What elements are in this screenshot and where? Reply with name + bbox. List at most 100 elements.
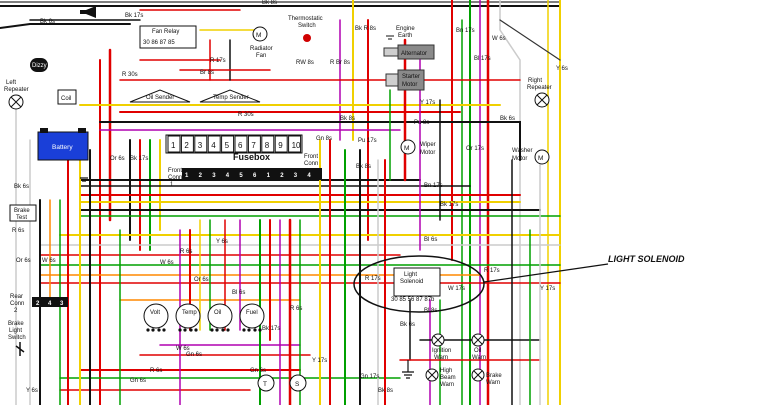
brake-switch-label-1: Brake	[8, 321, 24, 327]
ignition-warn-label-2: Warn	[434, 355, 448, 361]
wire-code-r30s: R 30s	[122, 72, 138, 78]
gauge-label: Volt	[150, 310, 160, 316]
fuse-number: 7	[251, 141, 256, 150]
fuse-number: 4	[211, 141, 216, 150]
wire-code-bl17s: Bl 17s	[474, 56, 491, 62]
wire-code-r30s-mid: R 30s	[238, 112, 254, 118]
solenoid-label-2: Solenoid	[400, 279, 423, 285]
battery-label: Battery	[52, 144, 73, 151]
radiator-fan-label-1: Radiator	[250, 46, 273, 52]
right-repeater-label-1: Right	[528, 78, 542, 84]
connector-pin-number: 4	[307, 173, 311, 179]
wire-code-pu17s: Pu 17s	[358, 138, 377, 144]
alternator: Alternator	[383, 44, 435, 60]
fuse-cell	[274, 135, 288, 153]
thermostatic-label-2: Switch	[298, 23, 316, 29]
left-repeater-label-2: Repeater	[4, 87, 29, 93]
fuse-cell	[221, 135, 235, 153]
wire-code-bn-right: Bn 17s	[424, 183, 443, 189]
left-repeater: Left Repeater	[4, 80, 29, 110]
wire-code-gn17s: Gn 17s	[360, 374, 379, 380]
left-repeater-label-1: Left	[6, 80, 16, 86]
fan-relay: Fan Relay 30 86 87 85	[139, 25, 197, 49]
wire-code-gn6s: Gn 6s	[186, 352, 202, 358]
wire-code-bk6s-mid: Bk 6s	[500, 116, 515, 122]
fuse-cell	[180, 135, 194, 153]
brake-switch-label-3: Switch	[8, 335, 26, 341]
earth-symbol	[402, 360, 414, 379]
front-conn-1-label-2: Conn	[168, 175, 182, 181]
brake-test-label-2: Test	[16, 215, 27, 221]
front-conn-1: Front Conn 1	[168, 168, 182, 188]
brake-warn-label-2: Warn	[486, 380, 500, 386]
gauge-terminal	[178, 328, 182, 332]
fuse-cell	[167, 135, 181, 153]
wire-code-bk8s-top: Bk 8s	[262, 0, 277, 6]
gauge-label: Oil	[214, 310, 221, 316]
fan-relay-pins: 30 86 87 85	[143, 40, 175, 46]
wire-code-bl6s-lower: Bl 6s	[232, 290, 245, 296]
wire-code-w6s: W 6s	[160, 260, 174, 266]
wire-code-or6s-left: Or 6s	[16, 258, 31, 264]
fuse-number: 8	[265, 141, 270, 150]
gauge-terminal	[146, 328, 150, 332]
radiator-fan-label-2: Fan	[256, 53, 266, 59]
wire-code-or17s: Or 17s	[466, 146, 484, 152]
fan-relay-label: Fan Relay	[152, 29, 179, 35]
radiator-fan: M Radiator Fan	[250, 26, 273, 59]
wire-code-r6s-left: R 6s	[12, 228, 24, 234]
wire-code-bk6s-left: Bk 6s	[14, 184, 29, 190]
wire-code-bl6s: Bl 6s	[424, 237, 437, 243]
temp-sender: Temp Sender	[199, 89, 261, 103]
fuse-number: 1	[171, 141, 176, 150]
wire-code-bk17s-right: Bk 17s	[440, 202, 458, 208]
connector-pin-number: 3	[212, 173, 216, 179]
gauge-terminal	[221, 328, 225, 332]
gauge-terminal	[151, 328, 155, 332]
fuse-number: 10	[292, 141, 301, 150]
fuse-cell	[261, 135, 275, 153]
gauge-terminal	[162, 328, 166, 332]
gauge-terminal	[247, 328, 251, 332]
lower-gauge-t: T	[257, 374, 275, 392]
wire-code-bk8s-mid: Bk 8s	[340, 116, 355, 122]
wire-code-y17s-b: Y 17s	[540, 286, 555, 292]
wire-code-y6s-top: Y 6s	[556, 66, 568, 72]
battery: Battery	[37, 128, 89, 161]
wire-code-r17s-b: R 17s	[365, 276, 381, 282]
wire-code-r17s: R 17s	[210, 58, 226, 64]
wire-code-bn17s: Bn 17s	[456, 28, 475, 34]
right-repeater-label-2: Repeater	[527, 85, 552, 91]
fuse-cell	[194, 135, 208, 153]
starter-motor: Starter Motor	[385, 69, 425, 91]
connector-pin-number: 1	[267, 173, 271, 179]
connector-pin-number: 3	[294, 173, 298, 179]
alternator-label: Alternator	[401, 51, 427, 57]
engine-earth-label-1: Engine	[396, 26, 415, 32]
front-conn-2-label-2: Conn	[304, 161, 318, 167]
temp-sender-label: Temp Sender	[213, 95, 249, 101]
oil-warn-label-1: Oil	[474, 348, 481, 354]
connector-pin-number: 2	[280, 173, 284, 179]
wire-code-y17s: Y 17s	[420, 100, 435, 106]
wire-code-or6s: Or 6s	[194, 277, 209, 283]
wire-code-rw8s: RW 8s	[296, 60, 314, 66]
washer-label-2: Motor	[512, 156, 527, 162]
wire-code-bk17s-c: Bk 17s	[262, 326, 280, 332]
rear-conn-pin-2: 4	[48, 301, 52, 307]
wire-code-y6s: Y 6s	[216, 239, 228, 245]
gauge-dial	[239, 303, 265, 329]
fuse-cell	[207, 135, 221, 153]
connector-pin-number: 6	[253, 173, 257, 179]
high-beam-warn: High Beam Warn	[425, 368, 456, 388]
dizzy: Dizzy	[30, 58, 48, 72]
fuse-number: 9	[278, 141, 283, 150]
gauge-terminal	[157, 328, 161, 332]
wire-code-w17s: W 17s	[448, 286, 465, 292]
wire-code-r6s: R 6s	[180, 249, 192, 255]
rear-conn-pin-1: 2	[36, 301, 40, 307]
connector-pin-number: 4	[226, 173, 230, 179]
